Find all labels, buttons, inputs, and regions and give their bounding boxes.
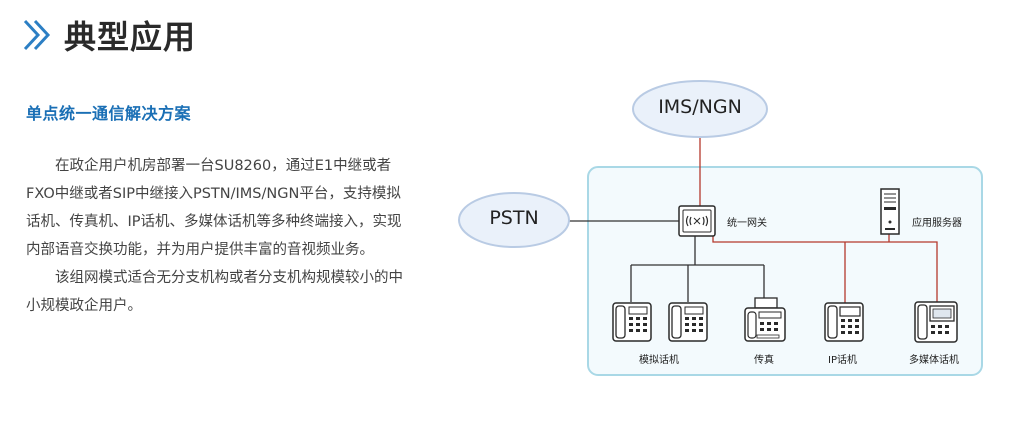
ip-network-line — [712, 236, 938, 302]
description-paragraph: 该组网模式适合无分支机构或者分支机构规模较小的中小规模政企用户。 — [26, 270, 403, 314]
double-chevron-icon — [23, 19, 51, 51]
ip-phone-icon — [824, 302, 864, 342]
multimedia-phone-label: 多媒体话机 — [909, 355, 959, 366]
analog-phone-icon — [668, 302, 708, 342]
page-title: 典型应用 — [64, 18, 197, 56]
fax-icon — [744, 297, 786, 342]
enterprise-panel — [587, 166, 983, 376]
gateway-icon — [678, 205, 716, 237]
ims-ngn-cloud — [632, 80, 768, 138]
pstn-cloud-label: PSTN — [489, 207, 539, 229]
network-diagram-canvas — [458, 80, 983, 376]
section-subtitle: 单点统一通信解决方案 — [26, 104, 192, 123]
server-icon — [880, 188, 900, 235]
analog-phone-icon — [612, 302, 652, 342]
ip-phone-label: IP话机 — [828, 355, 857, 366]
gateway-label: 统一网关 — [727, 218, 767, 229]
page-header: 典型应用 — [22, 12, 196, 58]
network-diagram: IMS/NGN PSTN 统一网关 应用服务器 模拟话机 传真 IP话机 多媒体… — [455, 80, 995, 385]
ims-ngn-cloud-label: IMS/NGN — [658, 96, 742, 118]
pstn-cloud — [458, 192, 570, 248]
description-paragraph: 在政企用户机房部署一台SU8260，通过E1中继或者FXO中继或者SIP中继接入… — [26, 158, 402, 258]
section-description: 在政企用户机房部署一台SU8260，通过E1中继或者FXO中继或者SIP中继接入… — [26, 152, 411, 320]
analog-phone-label: 模拟话机 — [639, 355, 679, 366]
server-label: 应用服务器 — [912, 218, 962, 229]
multimedia-phone-icon — [914, 301, 958, 343]
fax-label: 传真 — [754, 355, 774, 366]
